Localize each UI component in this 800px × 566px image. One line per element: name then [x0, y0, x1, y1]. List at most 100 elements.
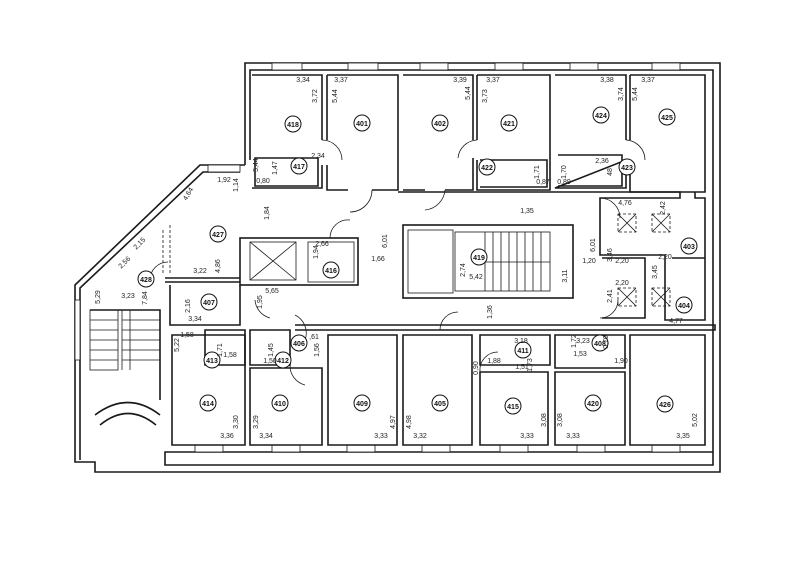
- dimension-label: 3,35: [676, 433, 690, 440]
- dimension-label: 2,16: [185, 299, 192, 313]
- windows: [74, 62, 681, 453]
- room-411: 411: [514, 341, 532, 359]
- room-labels: 418 401 402 421 424 425 417 422 423 427 …: [137, 106, 698, 415]
- svg-text:411: 411: [517, 348, 528, 355]
- dimension-label: 5,29: [95, 290, 102, 304]
- dimension-label: 3,23: [576, 338, 590, 345]
- dimension-label: 5,44: [332, 89, 339, 103]
- dimension-label: 2,42: [660, 201, 667, 215]
- svg-text:410: 410: [274, 401, 286, 408]
- dimension-label: 1,84: [264, 206, 271, 220]
- dimension-label: 1,73: [527, 358, 534, 372]
- dimension-label: 5,22: [174, 338, 181, 352]
- dimension-label: 3,37: [486, 77, 500, 84]
- dimension-label: 4,76: [618, 200, 632, 207]
- svg-text:401: 401: [356, 121, 368, 128]
- dimension-label: 1,70: [561, 165, 568, 179]
- room-428: 428: [137, 270, 155, 288]
- svg-text:408: 408: [594, 341, 606, 348]
- dimension-label: 3,37: [334, 77, 348, 84]
- dimension-label: 1,50: [263, 358, 277, 365]
- svg-text:412: 412: [277, 358, 289, 365]
- room-410: 410: [271, 394, 289, 412]
- dimension-label: 3,38: [600, 77, 614, 84]
- dimension-label: 6,01: [382, 234, 389, 248]
- room-401: 401: [353, 114, 371, 132]
- dimension-label: 1,95: [257, 295, 264, 309]
- room-403: 403: [680, 237, 698, 255]
- dimension-label: 3,30: [233, 415, 240, 429]
- dimension-label: 3,72: [312, 89, 319, 103]
- dimension-label: 3,32: [413, 433, 427, 440]
- room-424: 424: [592, 106, 610, 124]
- svg-text:424: 424: [595, 113, 607, 120]
- dimension-label: 2,41: [607, 289, 614, 303]
- dimension-label: 3,34: [296, 77, 310, 84]
- dimension-label: 1,45: [268, 343, 275, 357]
- svg-text:404: 404: [678, 303, 690, 310]
- dimension-label: 3,33: [374, 433, 388, 440]
- dimension-label: 1,56: [314, 343, 321, 357]
- dimension-label: 3,29: [253, 415, 260, 429]
- dimension-label: 3,37: [641, 77, 655, 84]
- room-422: 422: [478, 158, 496, 176]
- dimension-label: 3,73: [482, 89, 489, 103]
- svg-text:414: 414: [202, 401, 214, 408]
- dimension-label: 1,53: [573, 351, 587, 358]
- room-408: 408: [591, 334, 609, 352]
- dimension-label: 3,08: [557, 413, 564, 427]
- dimension-label: 2,20: [615, 280, 629, 287]
- dimension-label: 2,20: [615, 258, 629, 265]
- dimension-label: 4,98: [406, 415, 413, 429]
- dimension-label: 3,08: [541, 413, 548, 427]
- svg-text:428: 428: [140, 277, 152, 284]
- dimension-label: 3,18: [514, 338, 528, 345]
- room-417: 417: [290, 157, 308, 175]
- dimension-label: 3,36: [220, 433, 234, 440]
- room-409: 409: [353, 394, 371, 412]
- dimension-label: 1,71: [217, 343, 224, 357]
- dimension-label: 1,58: [223, 352, 237, 359]
- dimension-label: 1,51: [515, 364, 529, 371]
- room-404: 404: [675, 296, 693, 314]
- room-423: 423: [618, 158, 636, 176]
- svg-text:420: 420: [587, 401, 599, 408]
- svg-text:423: 423: [621, 165, 633, 172]
- dimension-label: 4,86: [215, 259, 222, 273]
- room-419: 419: [470, 248, 488, 266]
- dimension-label: 3,46: [607, 248, 614, 262]
- svg-text:402: 402: [434, 121, 446, 128]
- room-407: 407: [200, 293, 218, 311]
- dimension-label: 3,22: [193, 268, 207, 275]
- svg-text:407: 407: [203, 300, 215, 307]
- dimension-label: 1,90: [614, 358, 628, 365]
- room-414: 414: [199, 394, 217, 412]
- dimension-label: 2,36: [595, 158, 609, 165]
- doors: [149, 139, 646, 386]
- svg-text:427: 427: [212, 232, 224, 239]
- dimension-label: 3,33: [566, 433, 580, 440]
- dimension-label: 1,35: [520, 208, 534, 215]
- dimension-label: 3,33: [520, 433, 534, 440]
- room-413: 413: [203, 351, 221, 369]
- dimension-label: 1,58: [180, 332, 194, 339]
- dimension-label: 1,47: [272, 161, 279, 175]
- dimension-label: 3,23: [121, 293, 135, 300]
- svg-text:415: 415: [507, 404, 519, 411]
- dimension-label: 2,34: [311, 153, 325, 160]
- svg-text:405: 405: [434, 401, 446, 408]
- dimension-label: 5,65: [265, 288, 279, 295]
- dimension-label: 1,72: [571, 334, 578, 348]
- dimension-label: 1,66: [371, 256, 385, 263]
- room-420: 420: [584, 394, 602, 412]
- dimension-label: 0,89: [557, 179, 571, 186]
- svg-text:406: 406: [293, 341, 305, 348]
- svg-text:426: 426: [659, 402, 671, 409]
- room-405: 405: [431, 394, 449, 412]
- dimension-label: 3,34: [188, 316, 202, 323]
- dimension-label: 7,84: [142, 291, 149, 305]
- room-415: 415: [504, 397, 522, 415]
- dimension-label: 3,34: [259, 433, 273, 440]
- dimension-label: 6,01: [590, 238, 597, 252]
